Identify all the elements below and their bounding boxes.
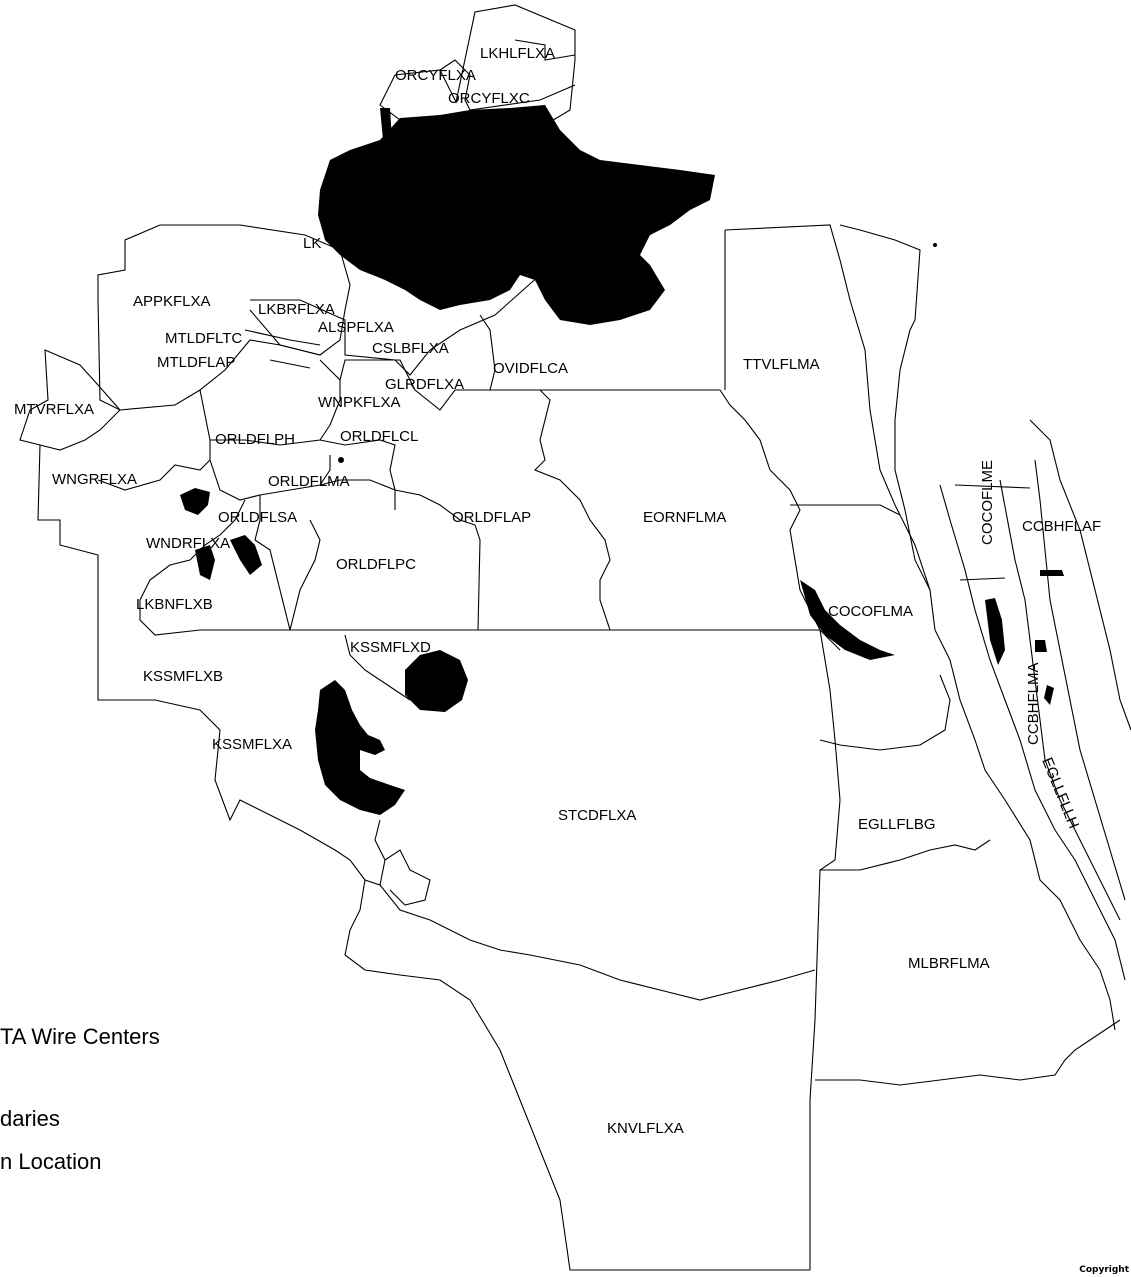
wire-center-label: ORLDFLSA — [218, 509, 297, 526]
lake-coastal-2 — [1040, 570, 1064, 576]
lake-coco — [800, 580, 895, 660]
wire-center-labels: LKHLFLXA ORCYFLXA ORCYFLXC APPKFLXA LKBR… — [14, 45, 1101, 1137]
wire-center-label: CCBHFLMA — [1025, 662, 1042, 745]
wire-center-label: EGLLFLBG — [858, 816, 936, 833]
wire-center-label: ORLDFLMA — [268, 473, 350, 490]
wire-center-label: ORLDFLCL — [340, 428, 418, 445]
wire-center-label: ORCYFLXA — [395, 67, 476, 84]
wire-center-label: KSSMFLXD — [350, 639, 431, 656]
wire-center-label: EORNFLMA — [643, 509, 726, 526]
wire-center-label: STCDFLXA — [558, 807, 636, 824]
wire-center-label: WNPKFLXA — [318, 394, 401, 411]
wire-center-label: WNGRFLXA — [52, 471, 137, 488]
wire-center-label: LKBNFLXB — [136, 596, 213, 613]
wire-center-label: LKBRFLXA — [258, 301, 335, 318]
lake-coastal-4 — [1044, 685, 1054, 705]
wire-center-label: CCBHFLAF — [1022, 518, 1101, 535]
wire-center-label: OVIDFLCA — [493, 360, 568, 377]
lake-kssm-xd — [405, 650, 468, 712]
wire-center-label: COCOFLMA — [828, 603, 913, 620]
wire-center-label: ORLDFLAP — [452, 509, 531, 526]
wire-center-label: ORLDFLPH — [215, 431, 295, 448]
legend-boundaries: daries — [0, 1106, 60, 1131]
wire-center-label: MTLDFLTC — [165, 330, 242, 347]
wire-center-label: KSSMFLXB — [143, 668, 223, 685]
location-dot — [933, 243, 937, 247]
wire-center-label: CSLBFLXA — [372, 340, 449, 357]
water-bodies — [180, 105, 1064, 815]
wire-center-label: TTVLFLMA — [743, 356, 820, 373]
legend-location: n Location — [0, 1149, 102, 1174]
wire-center-label: LKHLFLXA — [480, 45, 555, 62]
wire-center-label: MTLDFLAP — [157, 354, 235, 371]
lake-tohopekaliga — [315, 680, 405, 815]
wire-center-label: ALSPFLXA — [318, 319, 394, 336]
wire-center-label: ORLDFLPC — [336, 556, 416, 573]
wire-center-label: COCOFLME — [979, 460, 996, 545]
legend-title: TA Wire Centers — [0, 1024, 160, 1049]
lake-wngr — [180, 488, 210, 515]
wire-center-label: LK — [303, 235, 321, 252]
lake-wndr-2 — [230, 535, 262, 575]
lake-coastal-1 — [985, 598, 1005, 665]
location-dot — [338, 457, 344, 463]
copyright-notice: Copyright — [1079, 1265, 1129, 1275]
lake-coastal-3 — [1035, 640, 1047, 652]
wire-center-label: MTVRFLXA — [14, 401, 94, 418]
wire-center-label: GLRDFLXA — [385, 376, 464, 393]
wire-center-label: KSSMFLXA — [212, 736, 292, 753]
small-lake-north — [380, 108, 392, 140]
wire-center-label: KNVLFLXA — [607, 1120, 684, 1137]
wire-center-label: WNDRFLXA — [146, 535, 230, 552]
wire-center-label: MLBRFLMA — [908, 955, 990, 972]
wire-center-label: ORCYFLXC — [448, 90, 530, 107]
wire-center-label: APPKFLXA — [133, 293, 211, 310]
lake-wndr-1 — [195, 545, 215, 580]
wire-center-boundaries — [19, 4, 1131, 1271]
lake-apopka-region — [318, 105, 715, 325]
